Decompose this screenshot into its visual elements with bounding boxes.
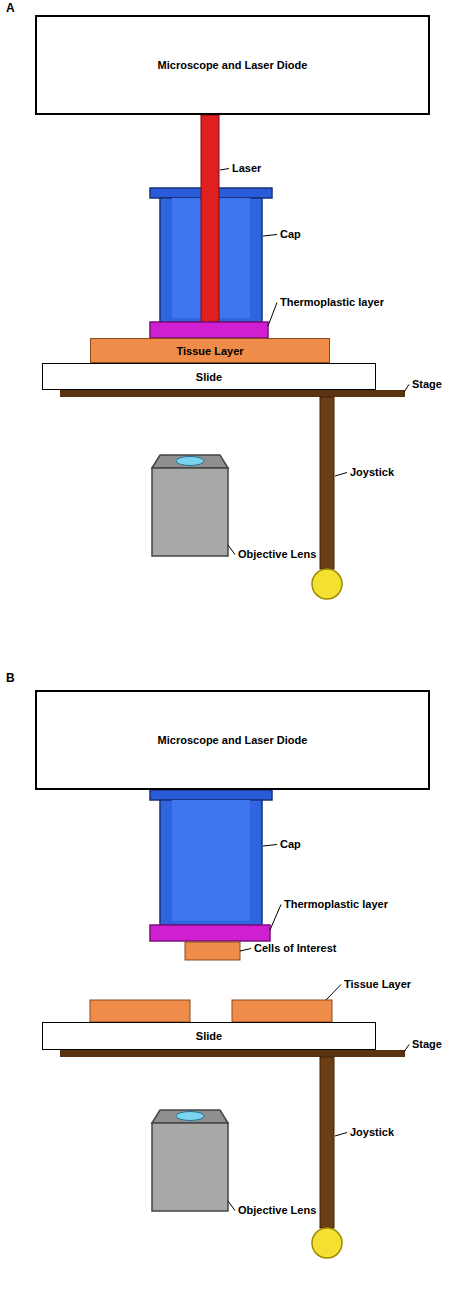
node-text: Tissue Layer	[176, 345, 243, 357]
leader-line	[404, 385, 409, 393]
leader-line	[268, 303, 277, 327]
leader-line	[228, 1201, 235, 1211]
part-label: Thermoplastic layer	[284, 898, 388, 911]
part-label: Cap	[280, 228, 301, 241]
leader-line	[270, 905, 281, 931]
leader-line	[240, 949, 251, 952]
part-label: Laser	[232, 162, 261, 175]
node-text: Microscope and Laser Diode	[158, 59, 308, 71]
leader-line	[228, 545, 235, 555]
part-label: Objective Lens	[238, 1204, 316, 1217]
slide-bar: Slide	[42, 363, 376, 390]
part-label: Objective Lens	[238, 548, 316, 561]
leader-line	[326, 985, 341, 1001]
leader-line	[335, 473, 347, 477]
panel-a-art	[60, 115, 405, 599]
part-label: Stage	[412, 378, 442, 391]
node-text: Slide	[196, 1030, 222, 1042]
part-label: Joystick	[350, 466, 394, 479]
leader-line	[404, 1045, 409, 1053]
leader-line	[263, 845, 277, 847]
tissue-layer-bar: Tissue Layer	[90, 338, 330, 363]
microscope-box: Microscope and Laser Diode	[35, 690, 430, 790]
part-label: Cap	[280, 838, 301, 851]
node-text: Slide	[196, 371, 222, 383]
panel-letter: B	[6, 672, 15, 685]
part-label: Tissue Layer	[344, 978, 411, 991]
leader-line	[335, 1133, 347, 1137]
part-label: Joystick	[350, 1126, 394, 1139]
leader-line	[263, 235, 277, 237]
part-label: Thermoplastic layer	[280, 296, 384, 309]
part-label: Cells of Interest	[254, 942, 337, 955]
node-text: Microscope and Laser Diode	[158, 734, 308, 746]
leader-line	[220, 169, 229, 171]
panel-letter: A	[6, 2, 15, 15]
part-label: Stage	[412, 1038, 442, 1051]
microscope-box: Microscope and Laser Diode	[35, 15, 430, 115]
slide-bar: Slide	[42, 1022, 376, 1050]
